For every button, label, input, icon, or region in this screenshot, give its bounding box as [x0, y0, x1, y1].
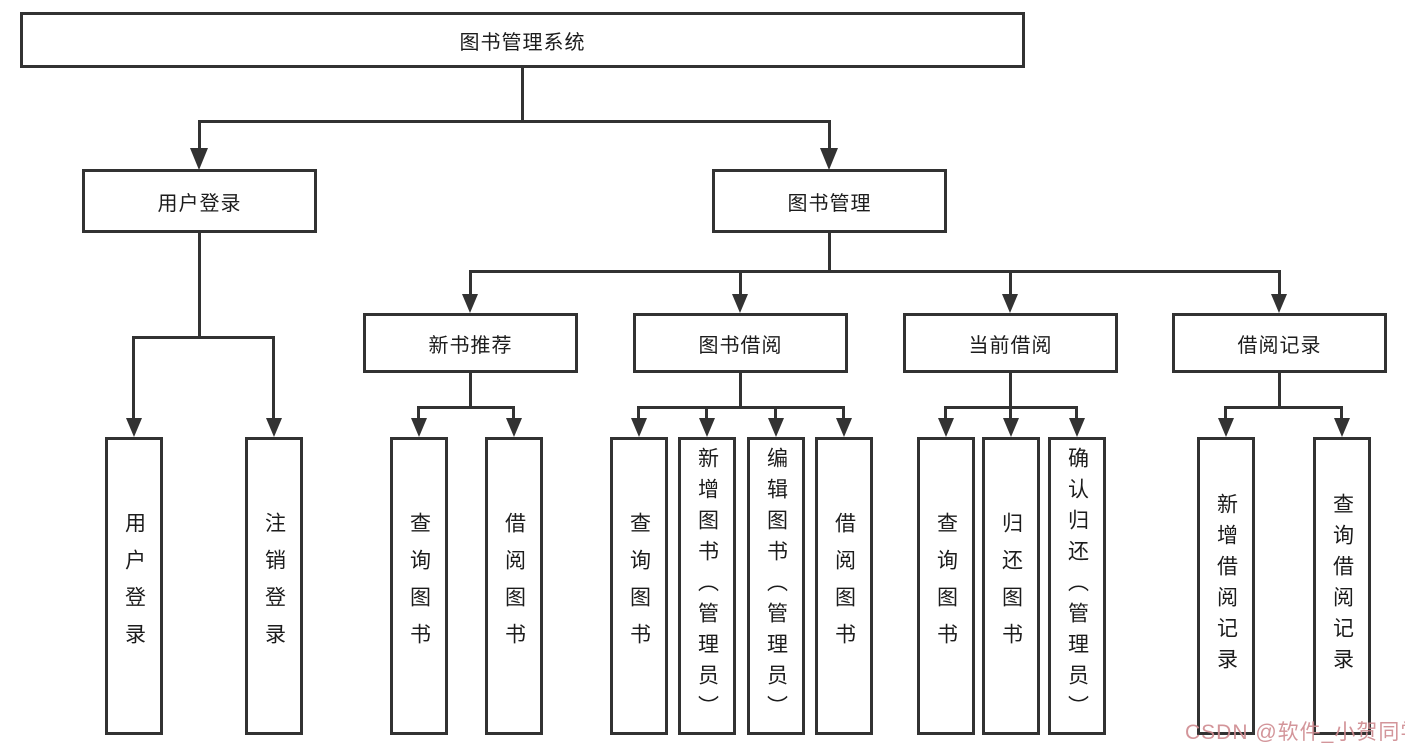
node-current-borrow-label: 当前借阅: [968, 334, 1053, 357]
arrow-down-icon: [1002, 294, 1018, 313]
leaf-logout-label: 注销登录: [262, 512, 286, 660]
leaf-bb-borrow-books-label: 借阅图书: [832, 512, 856, 660]
connector-line: [1075, 406, 1078, 420]
arrow-down-icon: [1069, 418, 1085, 437]
node-current-borrow: 当前借阅: [903, 313, 1118, 373]
arrow-down-icon: [938, 418, 954, 437]
connector-line: [828, 120, 831, 150]
leaf-user-login: 用户登录: [105, 437, 163, 735]
arrow-down-icon: [631, 418, 647, 437]
connector-line: [272, 336, 275, 420]
arrow-down-icon: [266, 418, 282, 437]
leaf-cb-return-books: 归还图书: [982, 437, 1040, 735]
connector-line: [132, 336, 275, 339]
node-book-management-label: 图书管理: [787, 192, 872, 215]
leaf-cb-return-books-label: 归还图书: [999, 512, 1023, 660]
leaf-bb-borrow-books: 借阅图书: [815, 437, 873, 735]
arrow-down-icon: [411, 418, 427, 437]
connector-line: [1009, 406, 1012, 420]
connector-line: [1340, 406, 1343, 420]
node-user-login-label: 用户登录: [157, 192, 242, 215]
node-root: 图书管理系统: [20, 12, 1025, 68]
arrow-down-icon: [1003, 418, 1019, 437]
connector-line: [469, 373, 472, 406]
node-borrow-records-label: 借阅记录: [1237, 334, 1322, 357]
connector-line: [198, 233, 201, 336]
leaf-bb-add-books-admin: 新增图书（管理员）: [678, 437, 736, 735]
arrow-down-icon: [1218, 418, 1234, 437]
csdn-watermark: CSDN @软件_小贺同学: [1185, 721, 1405, 744]
connector-line: [637, 406, 845, 409]
leaf-bb-query-books: 查询图书: [610, 437, 668, 735]
connector-line: [1278, 270, 1281, 296]
leaf-nb-borrow-books: 借阅图书: [485, 437, 543, 735]
leaf-bb-query-books-label: 查询图书: [627, 512, 651, 660]
leaf-logout: 注销登录: [245, 437, 303, 735]
leaf-br-query-record: 查询借阅记录: [1313, 437, 1371, 735]
arrow-down-icon: [462, 294, 478, 313]
connector-line: [521, 68, 524, 120]
node-book-borrow: 图书借阅: [633, 313, 848, 373]
arrow-down-icon: [126, 418, 142, 437]
node-new-book-recommend: 新书推荐: [363, 313, 578, 373]
leaf-br-query-record-label: 查询借阅记录: [1330, 493, 1354, 679]
connector-line: [469, 270, 472, 296]
node-new-book-recommend-label: 新书推荐: [428, 334, 513, 357]
connector-line: [739, 373, 742, 406]
leaf-nb-borrow-books-label: 借阅图书: [502, 512, 526, 660]
connector-line: [198, 120, 201, 150]
leaf-bb-add-books-admin-label: 新增图书（管理员）: [695, 446, 719, 726]
connector-line: [637, 406, 640, 420]
arrow-down-icon: [836, 418, 852, 437]
connector-line: [1009, 270, 1012, 296]
arrow-down-icon: [1334, 418, 1350, 437]
arrow-down-icon: [1271, 294, 1287, 313]
leaf-bb-edit-books-admin-label: 编辑图书（管理员）: [764, 446, 788, 726]
leaf-cb-confirm-return-admin-label: 确认归还（管理员）: [1065, 446, 1089, 726]
arrow-down-icon: [732, 294, 748, 313]
arrow-down-icon: [820, 148, 838, 170]
connector-line: [828, 233, 831, 270]
connector-line: [469, 270, 1281, 273]
leaf-nb-query-books-label: 查询图书: [407, 512, 431, 660]
leaf-br-add-record: 新增借阅记录: [1197, 437, 1255, 735]
leaf-user-login-label: 用户登录: [122, 512, 146, 660]
leaf-cb-confirm-return-admin: 确认归还（管理员）: [1048, 437, 1106, 735]
node-root-label: 图书管理系统: [459, 31, 586, 54]
connector-line: [198, 120, 831, 123]
connector-line: [1224, 406, 1227, 420]
leaf-cb-query-books-label: 查询图书: [934, 512, 958, 660]
connector-line: [774, 406, 777, 420]
arrow-down-icon: [190, 148, 208, 170]
connector-line: [944, 406, 947, 420]
connector-line: [705, 406, 708, 420]
connector-line: [132, 336, 135, 420]
leaf-cb-query-books: 查询图书: [917, 437, 975, 735]
node-borrow-records: 借阅记录: [1172, 313, 1387, 373]
node-user-login: 用户登录: [82, 169, 317, 233]
connector-line: [417, 406, 420, 420]
connector-line: [417, 406, 515, 409]
connector-line: [1278, 373, 1281, 406]
connector-line: [512, 406, 515, 420]
arrow-down-icon: [506, 418, 522, 437]
connector-line: [1009, 373, 1012, 406]
node-book-management: 图书管理: [712, 169, 947, 233]
leaf-bb-edit-books-admin: 编辑图书（管理员）: [747, 437, 805, 735]
leaf-nb-query-books: 查询图书: [390, 437, 448, 735]
connector-line: [1224, 406, 1343, 409]
arrow-down-icon: [699, 418, 715, 437]
leaf-br-add-record-label: 新增借阅记录: [1214, 493, 1238, 679]
arrow-down-icon: [768, 418, 784, 437]
connector-line: [842, 406, 845, 420]
node-book-borrow-label: 图书借阅: [698, 334, 783, 357]
connector-line: [739, 270, 742, 296]
